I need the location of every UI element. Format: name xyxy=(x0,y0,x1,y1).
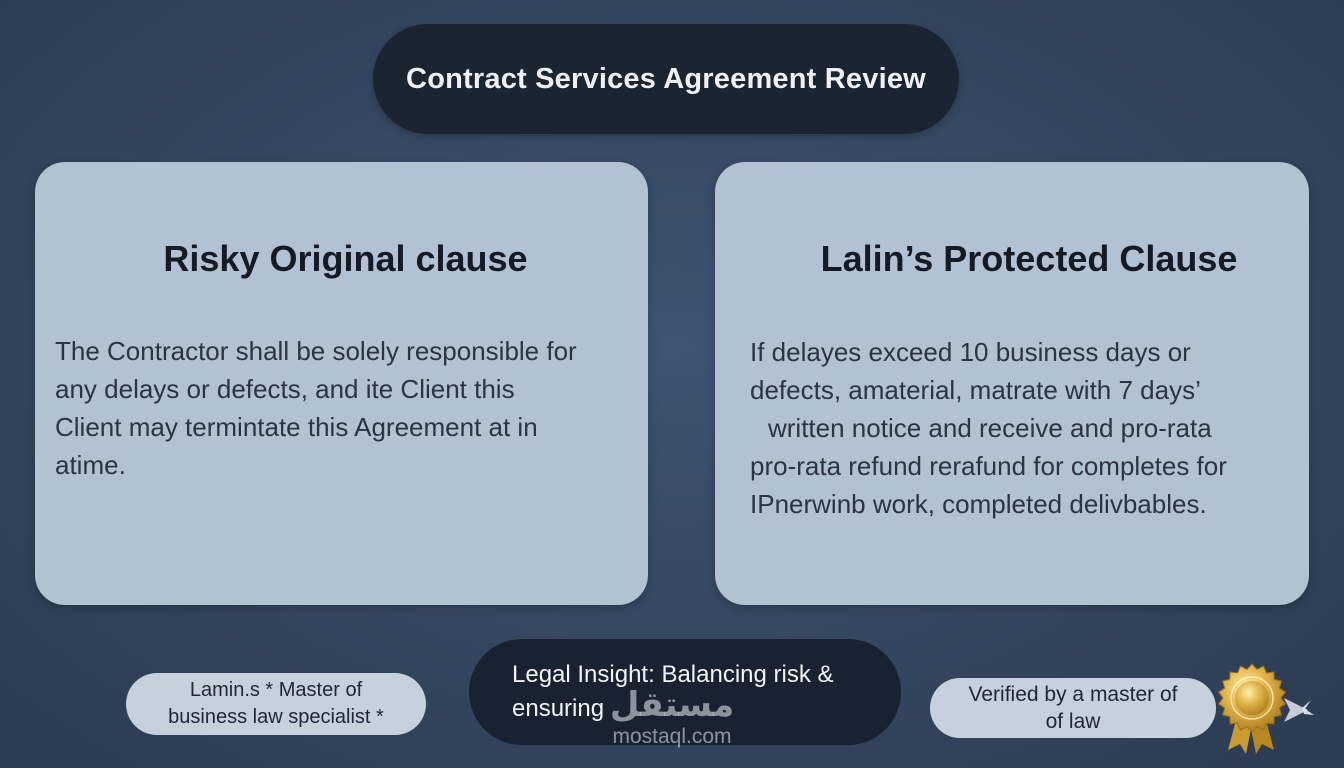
verified-line: Verified by a master of xyxy=(968,683,1178,706)
original-clause-line: Client may termintate this Agreement at … xyxy=(55,412,538,442)
original-clause-heading: Risky Original clause xyxy=(163,238,528,279)
protected-clause-line: pro-rata refund rerafund for completes f… xyxy=(750,451,1227,481)
original-clause-text: The Contractor shall be solely responsib… xyxy=(55,332,635,484)
mostaql-watermark: مستقل mostaql.com xyxy=(587,685,757,755)
protected-clause-line: IPnerwinb work, completed delivbables. xyxy=(750,489,1207,519)
verified-line: of law xyxy=(1045,710,1101,733)
title-banner: Contract Services Agreement Review xyxy=(373,24,959,134)
author-line: business law specialist * xyxy=(168,706,384,728)
protected-clause-card: Lalin’s Protected Clause If delayes exce… xyxy=(715,162,1309,605)
insight-line: ensuring xyxy=(512,695,605,722)
watermark-logo: مستقل xyxy=(609,686,735,724)
gold-award-seal-icon xyxy=(1217,663,1314,754)
verified-badge: Verified by a master of of law xyxy=(930,678,1216,738)
protected-clause-heading: Lalin’s Protected Clause xyxy=(820,238,1238,279)
protected-clause-line: written notice and receive and pro-rata xyxy=(768,413,1212,443)
page-title: Contract Services Agreement Review xyxy=(406,62,926,95)
protected-clause-text: If delayes exceed 10 business days or de… xyxy=(750,333,1300,523)
original-clause-line: The Contractor shall be solely responsib… xyxy=(55,336,577,366)
protected-clause-line: If delayes exceed 10 business days or xyxy=(750,337,1191,367)
original-clause-line: any delays or defects, and ite Client th… xyxy=(55,374,515,404)
original-clause-line: atime. xyxy=(55,450,126,480)
author-badge: Lamin.s * Master of business law special… xyxy=(126,673,426,735)
author-line: Lamin.s * Master of xyxy=(189,679,363,701)
protected-clause-line: defects, amaterial, matrate with 7 days’ xyxy=(750,375,1201,405)
legal-insight-badge: Legal Insight: Balancing risk & ensuring xyxy=(469,639,901,745)
original-clause-card: Risky Original clause The Contractor sha… xyxy=(35,162,648,605)
watermark-url: mostaql.com xyxy=(612,725,732,748)
insight-line: Legal Insight: Balancing risk & xyxy=(512,661,834,688)
